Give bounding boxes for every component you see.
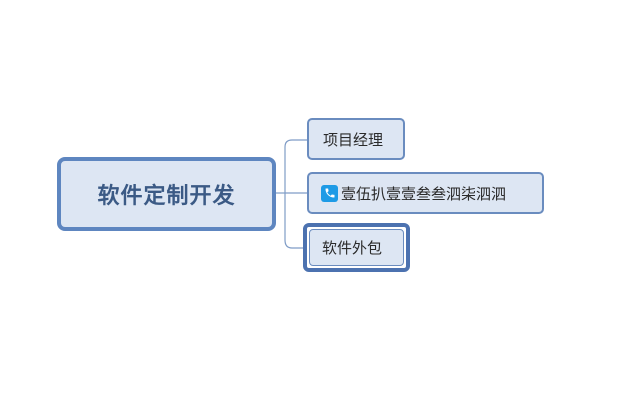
root-topic-label: 软件定制开发: [97, 184, 236, 209]
subtopic-outsourcing[interactable]: 软件外包: [303, 223, 410, 272]
subtopic-project-manager[interactable]: 项目经理: [307, 118, 405, 160]
subtopic-label: 软件外包: [322, 239, 383, 257]
phone-icon: [321, 184, 338, 202]
subtopic-label: 壹伍扒壹壹叁叁泗柒泗泗: [341, 184, 507, 203]
root-topic[interactable]: 软件定制开发: [57, 157, 276, 231]
subtopic-phone[interactable]: 壹伍扒壹壹叁叁泗柒泗泗: [307, 172, 544, 214]
selected-topic-inner: 软件外包: [309, 229, 404, 266]
subtopic-label: 项目经理: [323, 130, 384, 149]
